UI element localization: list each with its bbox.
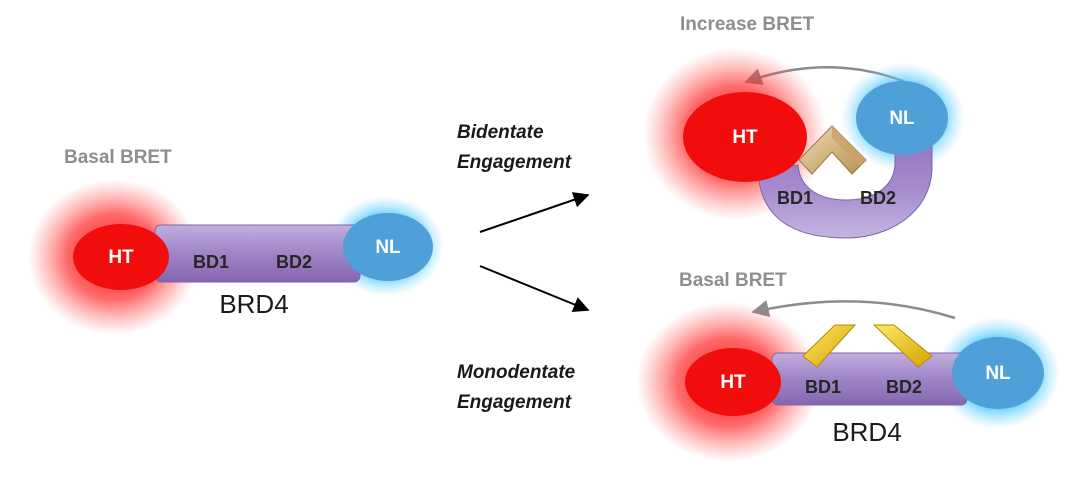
brd4-bar-bottom [771, 352, 968, 406]
nl-label-bottom: NL [985, 363, 1011, 384]
brd4-bar [154, 224, 361, 283]
arrow-bidentate [479, 192, 590, 233]
left-panel: Basal BRET BD1 BD2 HT NL BRD4 [28, 147, 444, 335]
ht-label: HT [108, 247, 134, 268]
ht-tag-bottom [685, 348, 781, 416]
branch-arrows: Bidentate Engagement Monodentate Engagem… [457, 122, 590, 413]
ht-label-bottom: HT [720, 372, 746, 393]
brd4-label: BRD4 [219, 289, 288, 319]
bidentate-label-line2: Engagement [457, 152, 572, 173]
top-right-title: Increase BRET [680, 14, 815, 35]
bd2-label: BD2 [276, 252, 312, 272]
bidentate-ligand [798, 125, 867, 175]
bidentate-label-line1: Bidentate [457, 122, 544, 143]
bd1-label-top: BD1 [777, 188, 813, 208]
bottom-right-panel: Basal BRET BD1 BD2 HT NL BRD4 [636, 270, 1060, 462]
monodentate-ligand-bd1 [802, 324, 857, 368]
brd4-label-bottom: BRD4 [832, 417, 901, 447]
bd2-label-top: BD2 [860, 188, 896, 208]
bottom-right-title: Basal BRET [679, 270, 787, 291]
nl-label-top: NL [889, 108, 915, 129]
bd1-label-bottom: BD1 [805, 377, 841, 397]
nl-tag-bottom [952, 337, 1044, 409]
ht-tag [73, 224, 169, 290]
monodentate-ligand-bd2 [872, 324, 933, 368]
bd2-label-bottom: BD2 [886, 377, 922, 397]
nl-tag-top [856, 81, 948, 155]
ht-tag-top [683, 92, 807, 182]
monodentate-label-line1: Monodentate [457, 362, 576, 383]
nl-tag [343, 213, 433, 281]
brd4-curved [757, 119, 933, 239]
bd1-label: BD1 [193, 252, 229, 272]
monodentate-label-line2: Engagement [457, 392, 572, 413]
left-title: Basal BRET [64, 147, 172, 168]
proximity-arrow-bottom [751, 300, 956, 320]
arrow-monodentate [479, 265, 590, 312]
nl-label: NL [375, 237, 401, 258]
ht-label-top: HT [732, 127, 758, 148]
top-right-panel: Increase BRET HT NL BD1 BD2 [643, 14, 965, 239]
